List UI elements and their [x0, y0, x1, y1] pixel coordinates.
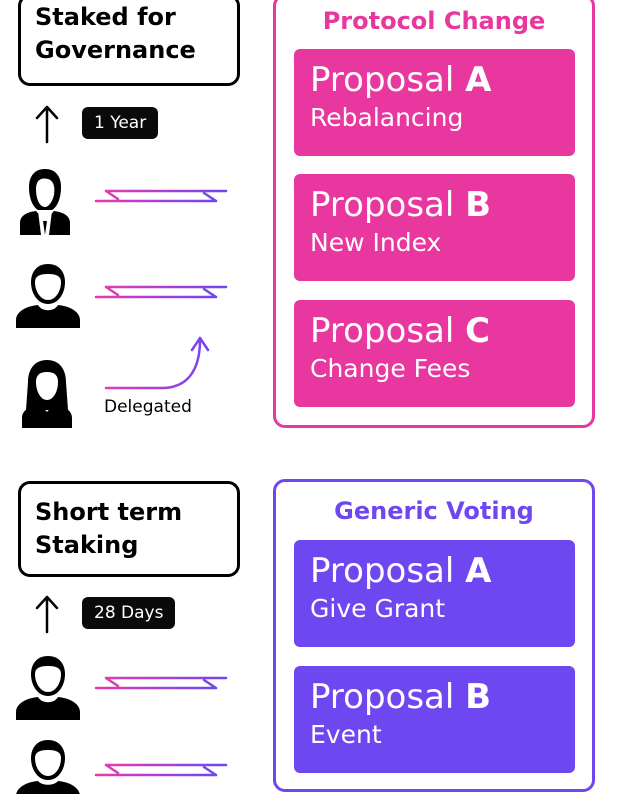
- proposal-description: Event: [310, 720, 382, 749]
- proposal-letter: B: [465, 677, 492, 717]
- generic-proposal-b-card[interactable]: Proposal B Event: [294, 666, 575, 773]
- person-icon: [20, 169, 70, 235]
- person-icon: [16, 740, 80, 794]
- protocol-proposal-c-card[interactable]: Proposal C Change Fees: [294, 300, 575, 407]
- proposal-word: Proposal: [310, 185, 455, 225]
- proposal-word: Proposal: [310, 60, 455, 100]
- protocol-change-title: Protocol Change: [322, 7, 546, 35]
- generic-proposal-a-card[interactable]: Proposal A Give Grant: [294, 540, 575, 647]
- double-arrow-icon: [94, 189, 228, 203]
- curved-arrow-icon: [104, 336, 210, 390]
- double-arrow-icon: [94, 285, 228, 299]
- person-icon: [16, 264, 80, 328]
- short-term-title-line1: Short term: [35, 498, 183, 526]
- protocol-proposal-a-card[interactable]: Proposal A Rebalancing: [294, 49, 575, 156]
- proposal-letter: C: [465, 311, 491, 351]
- governance-duration-pill: 1 Year: [82, 107, 159, 139]
- proposal-letter: B: [465, 185, 492, 225]
- proposal-description: New Index: [310, 228, 442, 257]
- short-term-duration-pill: 28 Days: [82, 597, 176, 629]
- up-arrow-icon: [35, 105, 59, 144]
- governance-stake-box: Staked for Governance: [18, 0, 240, 86]
- up-arrow-icon: [35, 595, 59, 634]
- governance-title-line1: Staked for: [35, 3, 176, 31]
- generic-voting-panel: Generic Voting Proposal A Give Grant Pro…: [273, 479, 595, 792]
- short-term-title-line2: Staking: [35, 531, 139, 559]
- protocol-change-panel: Protocol Change Proposal A Rebalancing P…: [273, 0, 595, 428]
- governance-title-line2: Governance: [35, 36, 196, 64]
- protocol-proposal-b-card[interactable]: Proposal B New Index: [294, 174, 575, 281]
- person-icon: [22, 360, 72, 428]
- proposal-description: Give Grant: [310, 594, 446, 623]
- proposal-word: Proposal: [310, 311, 455, 351]
- proposal-description: Rebalancing: [310, 103, 464, 132]
- proposal-letter: A: [465, 551, 492, 591]
- proposal-description: Change Fees: [310, 354, 471, 383]
- double-arrow-icon: [94, 676, 228, 690]
- delegated-label: Delegated: [104, 397, 192, 417]
- proposal-word: Proposal: [310, 677, 455, 717]
- proposal-word: Proposal: [310, 551, 455, 591]
- generic-voting-title: Generic Voting: [334, 497, 534, 525]
- person-icon: [16, 656, 80, 720]
- double-arrow-icon: [94, 763, 228, 777]
- short-term-stake-box: Short term Staking: [18, 481, 240, 577]
- proposal-letter: A: [465, 60, 492, 100]
